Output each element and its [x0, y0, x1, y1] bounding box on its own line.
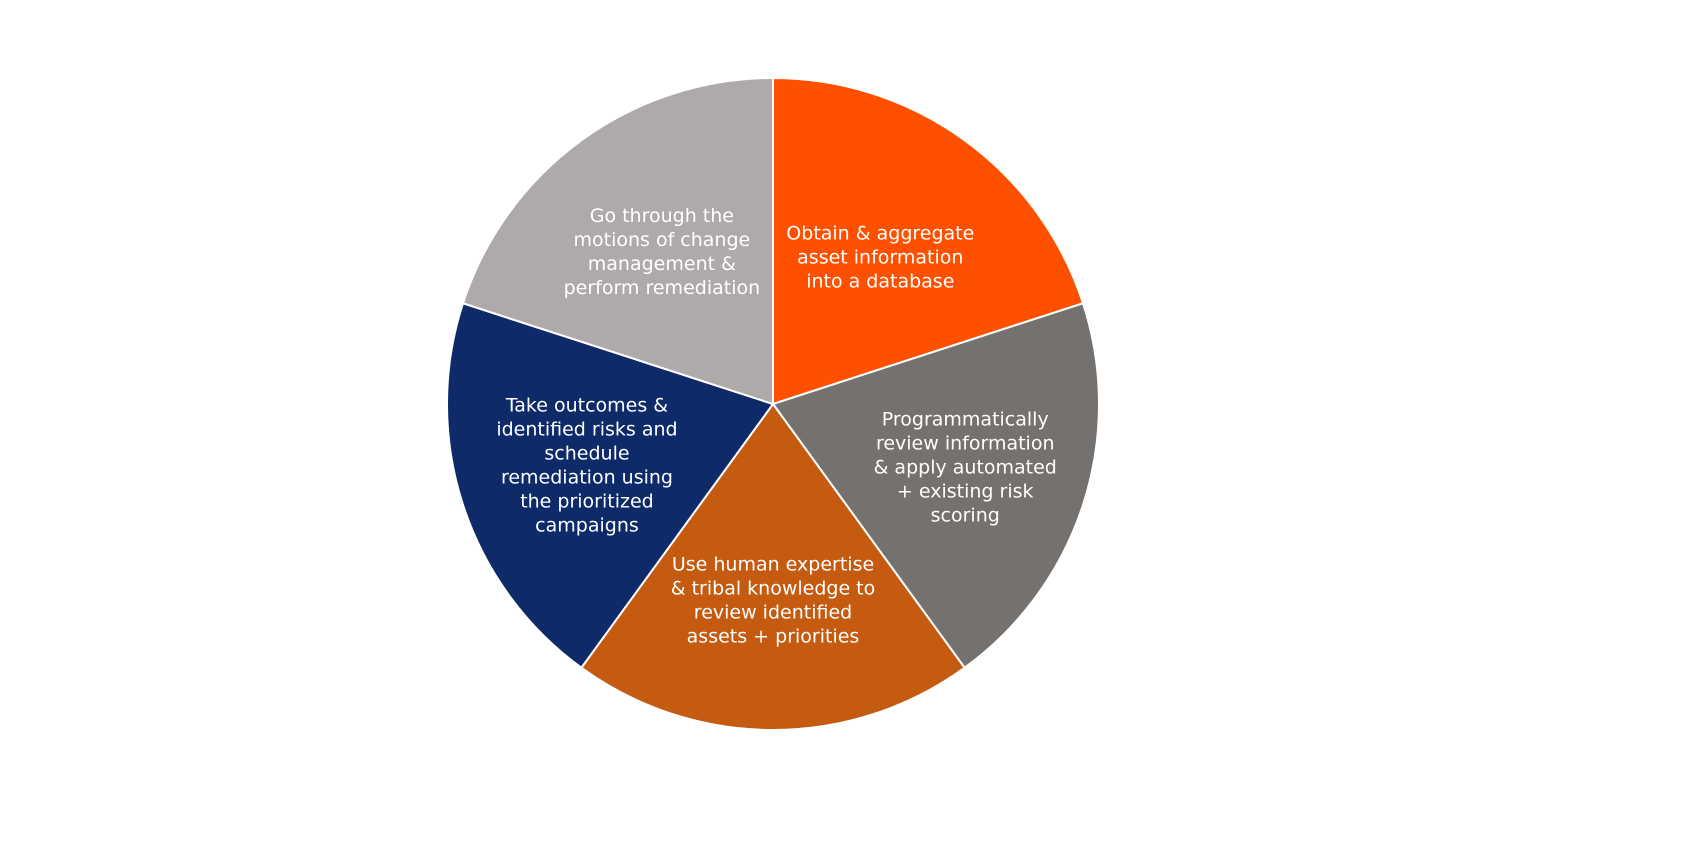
slice-label-line: review information	[876, 432, 1055, 454]
slice-label-line: into a database	[806, 270, 954, 292]
slice-label-line: Programmatically	[882, 408, 1049, 430]
slice-label-line: assets + priorities	[687, 626, 860, 648]
slice-label-line: Obtain & aggregate	[786, 222, 974, 244]
slice-label-line: Go through the	[590, 205, 734, 227]
pie-slice-2	[771, 301, 1100, 670]
pie-slice-5	[461, 76, 774, 406]
pie-slice-3	[579, 402, 967, 732]
slice-label-line: identified risks and	[496, 418, 677, 440]
slice-label-3: Use human expertise& tribal knowledge to…	[671, 554, 876, 648]
slice-label-line: & tribal knowledge to	[671, 578, 876, 600]
slice-label-line: review identified	[694, 602, 852, 624]
pie-slice-4	[446, 301, 775, 670]
slice-label-line: perform remediation	[564, 277, 761, 299]
slice-label-line: schedule	[544, 442, 629, 464]
slice-label-line: asset information	[797, 246, 963, 268]
slice-label-line: remediation using	[501, 466, 673, 488]
slice-label-line: motions of change	[573, 229, 750, 251]
slice-label-line: Use human expertise	[672, 554, 874, 576]
slice-label-line: Take outcomes &	[505, 394, 668, 416]
slice-label-line: campaigns	[535, 514, 639, 536]
slice-label-line: + existing risk	[897, 480, 1034, 502]
pie-slice-1	[772, 76, 1085, 406]
slice-label-line: the prioritized	[520, 490, 654, 512]
slice-label-line: scoring	[931, 504, 1000, 526]
slice-label-line: & apply automated	[874, 456, 1057, 478]
slice-label-line: management &	[588, 253, 736, 275]
